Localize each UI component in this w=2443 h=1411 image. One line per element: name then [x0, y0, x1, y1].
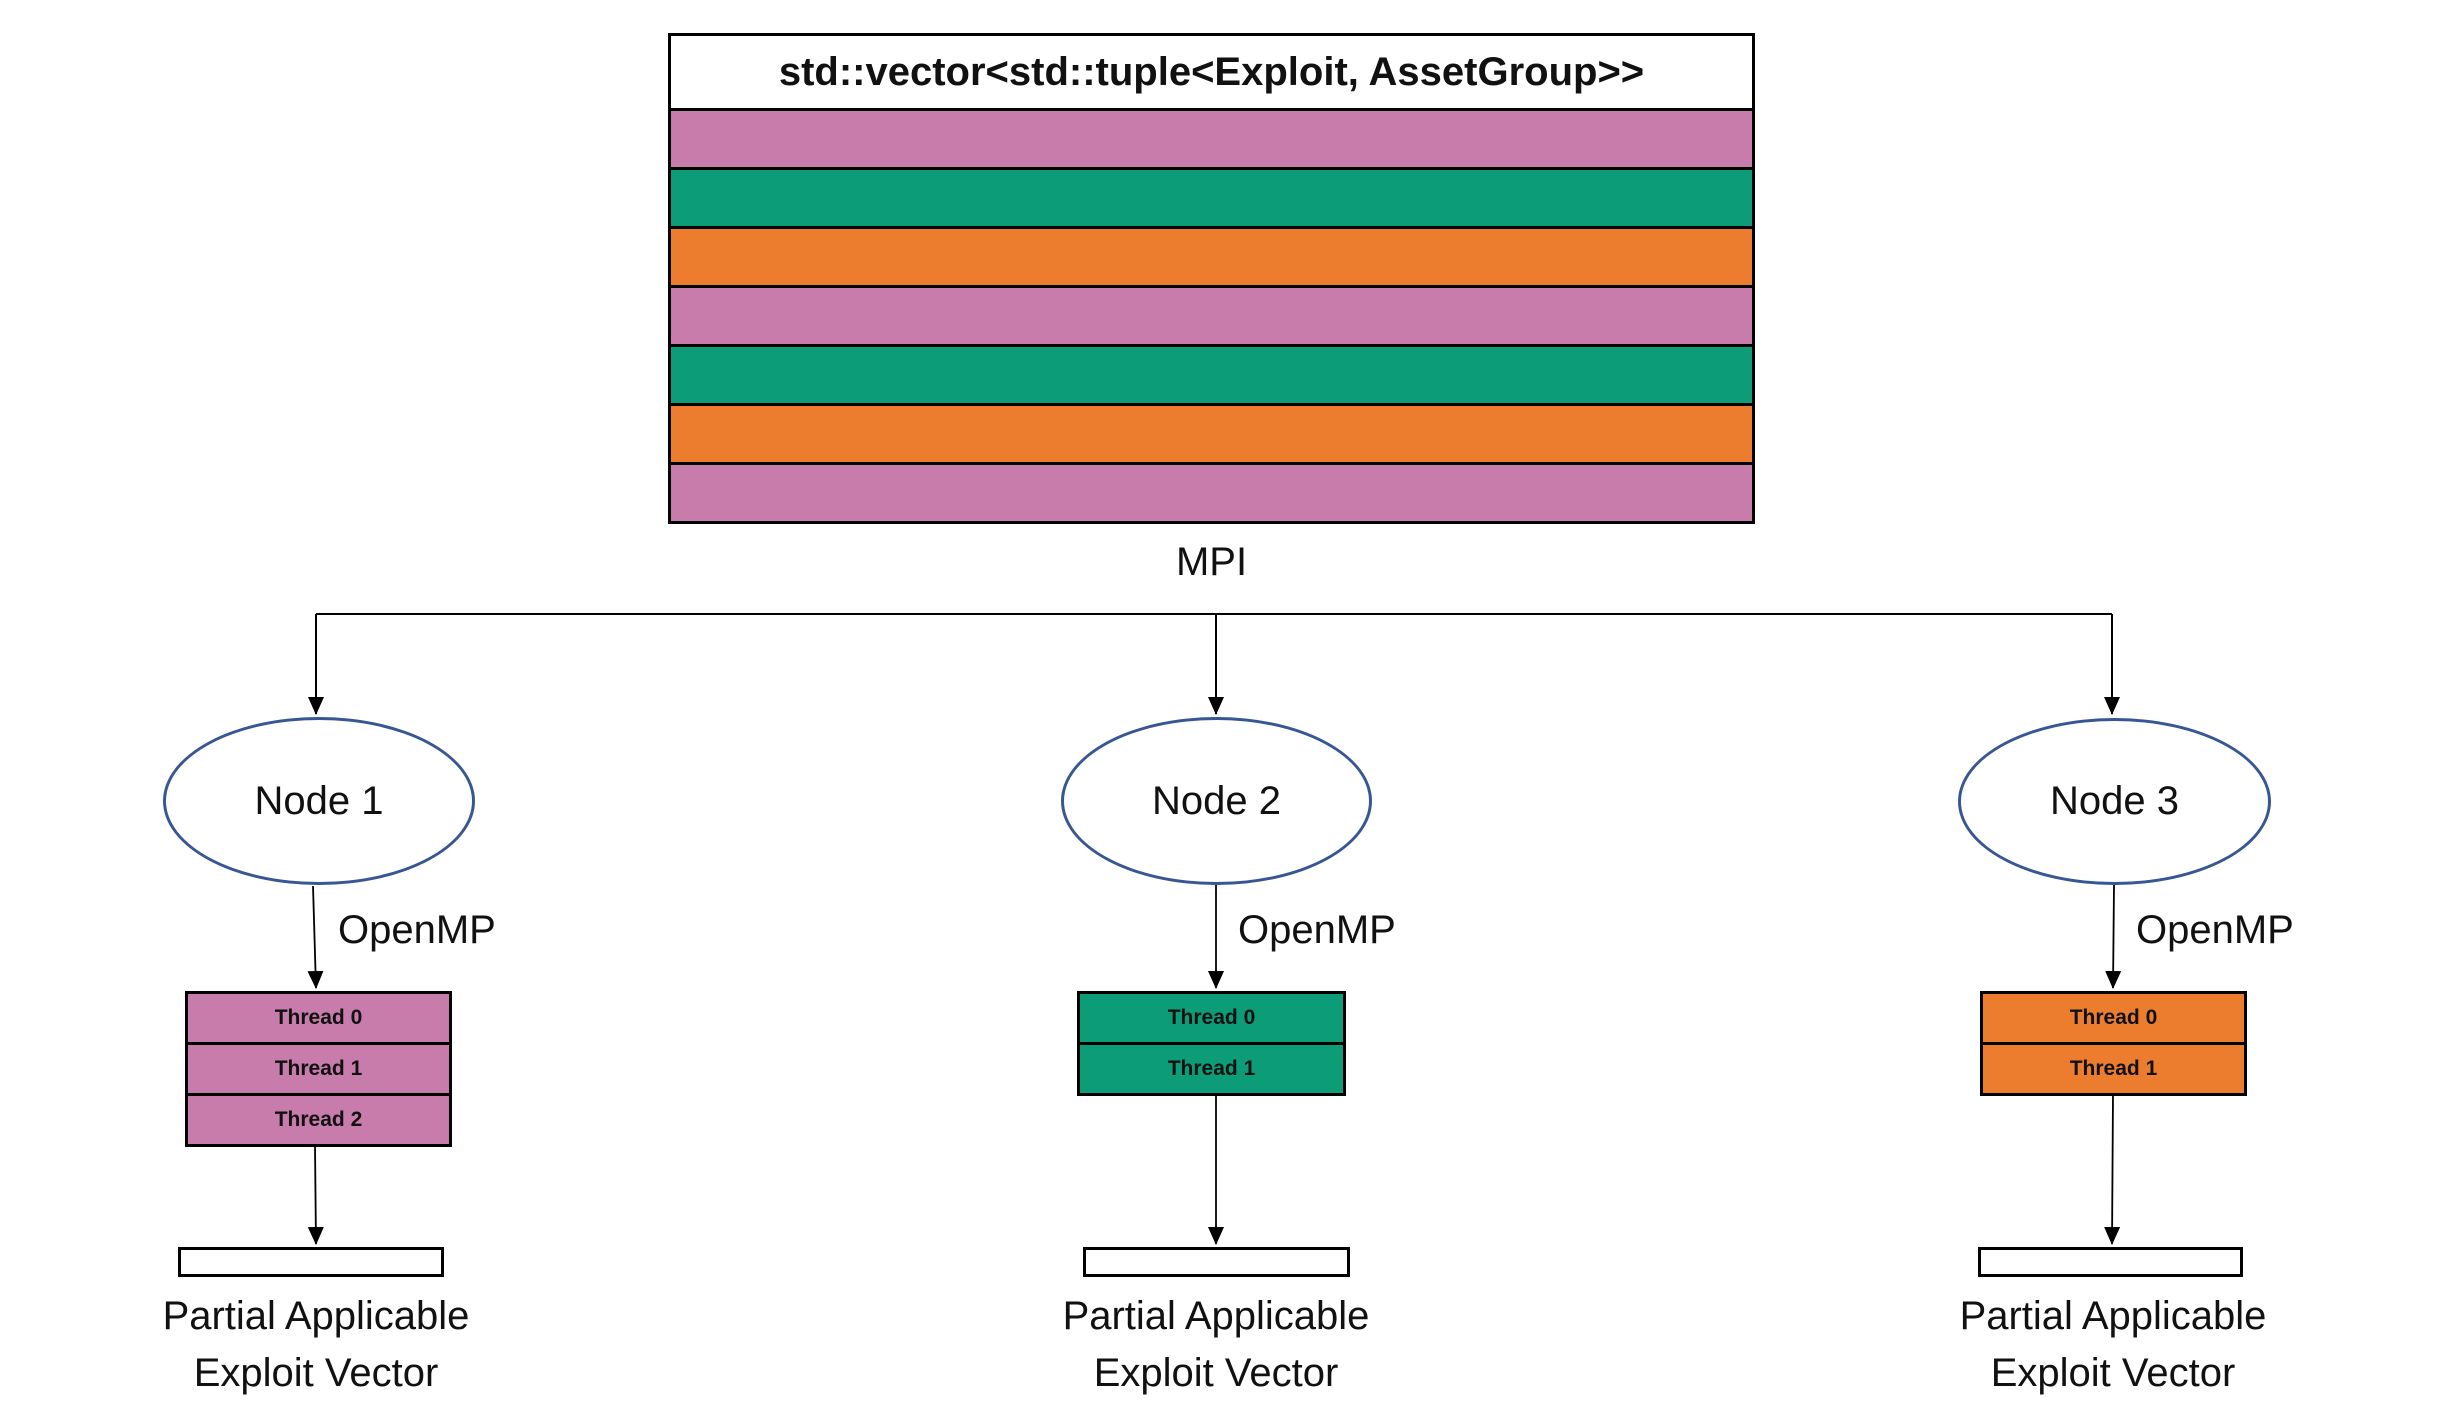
node-3-partial-vector-box: [1978, 1247, 2243, 1277]
vector-row: [671, 167, 1752, 226]
vector-box-title: std::vector<std::tuple<Exploit, AssetGro…: [671, 36, 1752, 108]
output-label-line2: Exploit Vector: [193, 1351, 439, 1395]
node-1-output-label: Partial Applicable Exploit Vector: [56, 1288, 576, 1402]
output-label-line2: Exploit Vector: [1093, 1351, 1339, 1395]
vector-rows: [671, 108, 1752, 521]
openmp-label-2: OpenMP: [1238, 908, 1396, 952]
node-1-label: Node 1: [254, 778, 384, 823]
vector-row: [671, 108, 1752, 167]
node-1-ellipse: Node 1: [163, 717, 475, 885]
vector-row: [671, 344, 1752, 403]
thread-row: Thread 1: [1080, 1042, 1343, 1093]
arrow-node1-to-threads: [307, 885, 324, 989]
thread-row: Thread 2: [188, 1093, 449, 1144]
openmp-label-1: OpenMP: [338, 908, 496, 952]
arrow-threads1-to-result: [307, 1145, 324, 1245]
thread-row: Thread 0: [1983, 994, 2244, 1042]
thread-row: Thread 0: [1080, 994, 1343, 1042]
output-label-line1: Partial Applicable: [1959, 1294, 2267, 1338]
thread-row: Thread 1: [188, 1042, 449, 1093]
output-label-line1: Partial Applicable: [162, 1294, 470, 1338]
node-2-output-label: Partial Applicable Exploit Vector: [956, 1288, 1476, 1402]
exploit-vector-box: std::vector<std::tuple<Exploit, AssetGro…: [668, 33, 1755, 524]
arrow-threads3-to-result: [2104, 1094, 2121, 1245]
vector-row: [671, 285, 1752, 344]
thread-row: Thread 0: [188, 994, 449, 1042]
node-1-partial-vector-box: [178, 1247, 444, 1277]
node-2-partial-vector-box: [1083, 1247, 1350, 1277]
node-3-label: Node 3: [2050, 779, 2179, 823]
vector-row: [671, 403, 1752, 462]
mpi-label: MPI: [1175, 540, 1248, 584]
output-label-line1: Partial Applicable: [1062, 1294, 1370, 1338]
thread-row: Thread 1: [1983, 1042, 2244, 1093]
output-label-line2: Exploit Vector: [1990, 1351, 2236, 1395]
arrow-node3-to-threads: [2105, 884, 2122, 989]
vector-row: [671, 462, 1752, 521]
openmp-label-3: OpenMP: [2136, 908, 2294, 952]
node-2-ellipse: Node 2: [1061, 717, 1372, 885]
node-2-label: Node 2: [1152, 778, 1281, 823]
node-3-output-label: Partial Applicable Exploit Vector: [1853, 1288, 2373, 1402]
node-3-ellipse: Node 3: [1958, 718, 2271, 885]
vector-row: [671, 226, 1752, 285]
